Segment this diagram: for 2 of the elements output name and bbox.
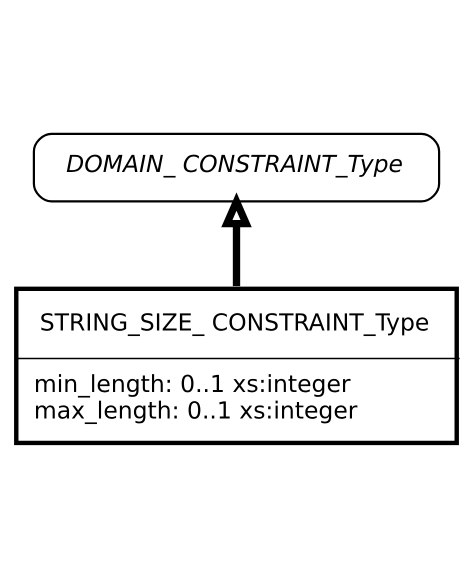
node-box: DOMAIN_ CONSTRAINT_Type: [32, 132, 440, 202]
arrow: [221, 192, 252, 286]
